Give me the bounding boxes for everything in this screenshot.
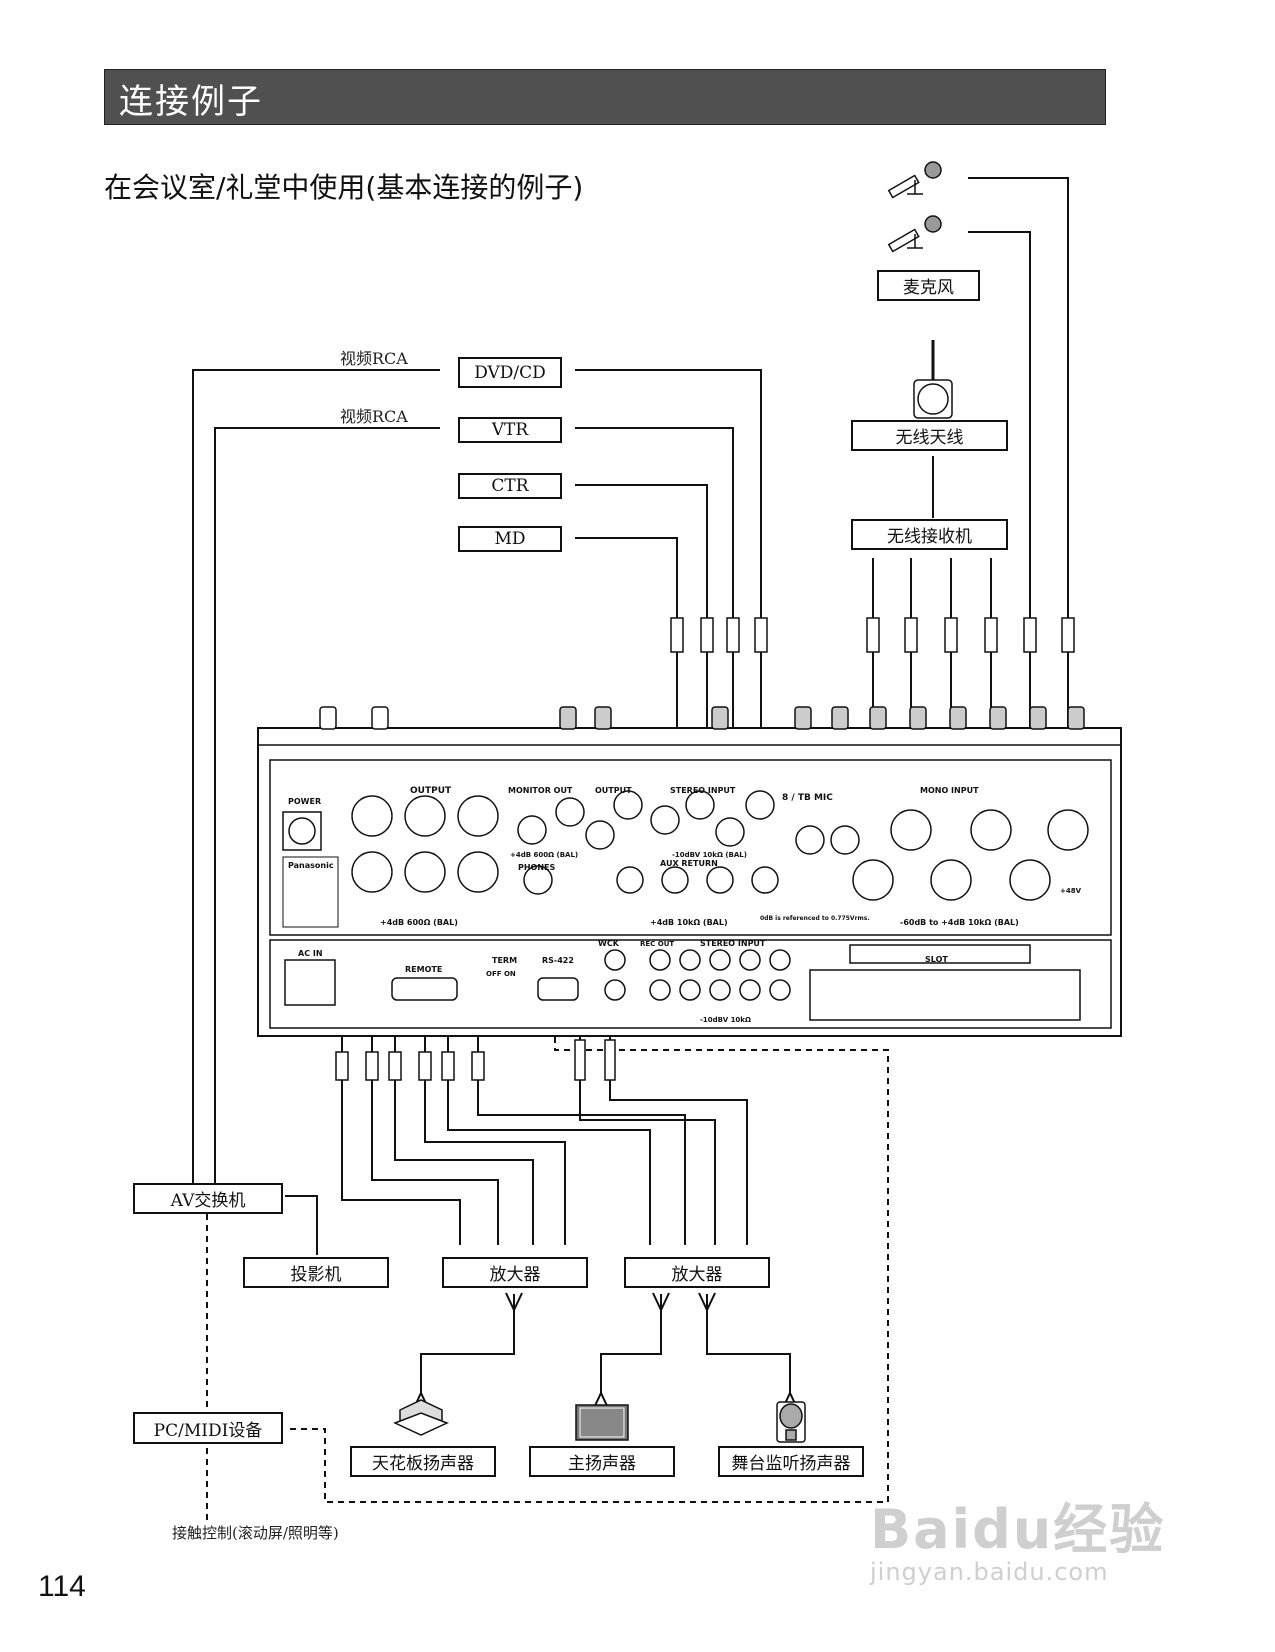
device-dvd-cd: DVD/CD	[458, 357, 562, 388]
output2-label: OUTPUT	[595, 786, 632, 795]
knobs	[319, 706, 1085, 730]
ref-note-label: 0dB is referenced to 0.775Vrms.	[760, 915, 870, 922]
mono-level-label: -60dB to +4dB 10kΩ (BAL)	[900, 918, 1019, 927]
watermark-url: jingyan.baidu.com	[870, 1558, 1109, 1586]
device-vtr: VTR	[458, 417, 562, 443]
stereo-level-label: -10dBV 10kΩ (BAL)	[672, 851, 747, 859]
device-ctr: CTR	[458, 473, 562, 499]
output-level-label: +4dB 600Ω (BAL)	[380, 918, 458, 927]
aux-return-level-label: +4dB 10kΩ (BAL)	[650, 918, 728, 927]
wire-dvd-audio	[575, 369, 762, 620]
term-state-label: OFF ON	[486, 970, 516, 978]
mono-input-label: MONO INPUT	[920, 786, 979, 795]
aux-return-label: AUX RETURN	[660, 859, 718, 868]
device-main-speaker: 主扬声器	[529, 1446, 675, 1477]
baidu-watermark: Baidu经验 jingyan.baidu.com	[870, 1485, 1165, 1586]
device-md: MD	[458, 526, 562, 552]
rs422-label: RS-422	[542, 956, 574, 965]
phones-label: PHONES	[518, 863, 556, 872]
monitor-level-label: +4dB 600Ω (BAL)	[510, 851, 578, 859]
wire-mic-1	[968, 177, 1069, 620]
device-microphone: 麦克风	[877, 270, 980, 301]
device-pc-midi: PC/MIDI设备	[133, 1412, 283, 1444]
device-wireless-receiver: 无线接收机	[851, 519, 1008, 550]
wire-dvd-video	[192, 369, 440, 1183]
video-rca-label-2: 视频RCA	[340, 407, 408, 426]
brand-label: Panasonic	[288, 861, 334, 870]
tb-mic-label: 8 / TB MIC	[782, 793, 833, 803]
device-stage-monitor: 舞台监听扬声器	[718, 1446, 864, 1477]
mixer-rear-panel: POWER Panasonic OUTPUT MONITOR OUT OUTPU…	[257, 706, 1122, 1037]
wireless-antenna-icon	[913, 340, 953, 419]
video-rca-label-1: 视频RCA	[340, 349, 408, 368]
monitor-out-label: MONITOR OUT	[508, 786, 573, 795]
term-label: TERM	[492, 956, 517, 965]
slot-label: SLOT	[925, 955, 948, 964]
stereo-b-level-label: -10dBV 10kΩ	[700, 1016, 751, 1024]
watermark-brand: Baidu经验	[870, 1498, 1166, 1561]
microphone-icon	[887, 161, 942, 253]
rec-out-label: REC OUT	[640, 940, 674, 948]
device-av-switcher: AV交换机	[133, 1183, 283, 1214]
contact-control-label: 接触控制(滚动屏/照明等)	[172, 1524, 339, 1542]
stage-monitor-icon	[776, 1401, 806, 1443]
wire-vtr-video	[214, 427, 440, 1183]
wire-mic-2	[968, 231, 1031, 620]
wire-ctr-audio	[575, 484, 708, 620]
device-wireless-antenna: 无线天线	[851, 420, 1008, 451]
device-projector: 投影机	[243, 1257, 389, 1288]
remote-label: REMOTE	[405, 965, 442, 974]
wck-label: WCK	[598, 939, 620, 948]
device-amplifier-2: 放大器	[624, 1257, 770, 1288]
power-label: POWER	[288, 797, 321, 806]
page-number: 114	[38, 1570, 86, 1603]
wire-vtr-audio	[575, 427, 734, 620]
device-ceiling-speaker: 天花板扬声器	[350, 1446, 496, 1477]
dashed-pcmidi-loop	[290, 1030, 889, 1503]
diagram-subtitle: 在会议室/礼堂中使用(基本连接的例子)	[104, 171, 584, 204]
ac-in-label: AC IN	[298, 949, 323, 958]
phantom-label: +48V	[1060, 887, 1082, 895]
section-header: 连接例子	[104, 69, 1106, 125]
rca-plugs	[335, 617, 1075, 1081]
output-label: OUTPUT	[410, 786, 452, 796]
stereo-input-label: STEREO INPUT	[670, 786, 736, 795]
device-amplifier-1: 放大器	[442, 1257, 588, 1288]
main-speaker-icon	[575, 1404, 629, 1441]
section-title: 连接例子	[119, 82, 263, 122]
wire-md-audio	[575, 537, 678, 620]
wire-av-projector	[285, 1195, 318, 1255]
stereo-input-b-label: STEREO INPUT	[700, 939, 766, 948]
ceiling-speaker-icon	[393, 1399, 449, 1436]
